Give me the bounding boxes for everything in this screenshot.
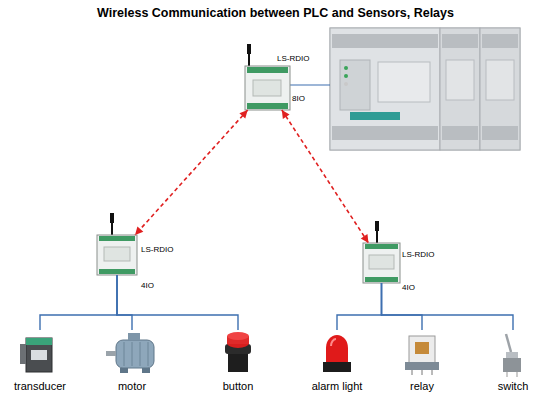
device-node: transducer: [12, 330, 68, 392]
io-count-label: 8IO: [292, 94, 305, 103]
module-label: LS-RDIO: [402, 250, 434, 259]
io-bus-wire: [337, 283, 382, 330]
radio-module: [363, 221, 400, 283]
io-bus-wire: [117, 275, 238, 330]
alarm-light-icon: [323, 335, 351, 372]
device-node: motor: [104, 330, 160, 392]
switch-icon: [503, 334, 521, 377]
io-count-label: 4IO: [141, 281, 154, 290]
radio-module-node: LS-RDIO: [245, 66, 290, 110]
device-label: switch: [468, 380, 551, 392]
connector-line: [40, 275, 117, 330]
io-bus-wire: [382, 283, 423, 330]
arrow-head: [361, 234, 369, 243]
device-node: switch: [488, 330, 538, 392]
device-node: relay: [396, 330, 448, 392]
io-bus-wire: [40, 275, 117, 330]
relay-icon: [405, 336, 439, 375]
connector-line: [382, 283, 423, 330]
device-node: button: [210, 330, 266, 392]
wireless-link: [135, 110, 248, 235]
connector-line: [382, 283, 514, 330]
wireless-link: [282, 110, 369, 243]
module-label: LS-RDIO: [277, 54, 309, 63]
connector-line: [135, 110, 248, 235]
device-label: relay: [376, 380, 468, 392]
radio-module: [97, 213, 137, 275]
radio-module-node: LS-RDIO: [363, 243, 400, 283]
motor-icon: [106, 333, 154, 373]
device-label: button: [190, 380, 286, 392]
device-label: alarm light: [286, 380, 388, 392]
module-label: LS-RDIO: [141, 245, 173, 254]
connector-line: [282, 110, 369, 243]
io-bus-wire: [382, 283, 514, 330]
device-node: alarm light: [306, 330, 368, 392]
arrow-head: [282, 110, 290, 119]
connector-line: [117, 275, 132, 330]
plc-illustration: [330, 28, 520, 150]
connector-line: [117, 275, 238, 330]
arrow-head: [135, 226, 143, 235]
button-icon: [225, 332, 251, 372]
transducer-icon: [20, 338, 52, 372]
io-wire: [290, 84, 330, 85]
radio-module: [245, 44, 290, 110]
io-count-label: 4IO: [402, 283, 415, 292]
device-label: transducer: [0, 380, 88, 392]
device-label: motor: [84, 380, 180, 392]
connector-line: [337, 283, 382, 330]
arrow-head: [239, 110, 247, 119]
radio-module-node: LS-RDIO: [97, 235, 137, 275]
diagram-title: Wireless Communication between PLC and S…: [0, 6, 551, 20]
io-bus-wire: [117, 275, 132, 330]
